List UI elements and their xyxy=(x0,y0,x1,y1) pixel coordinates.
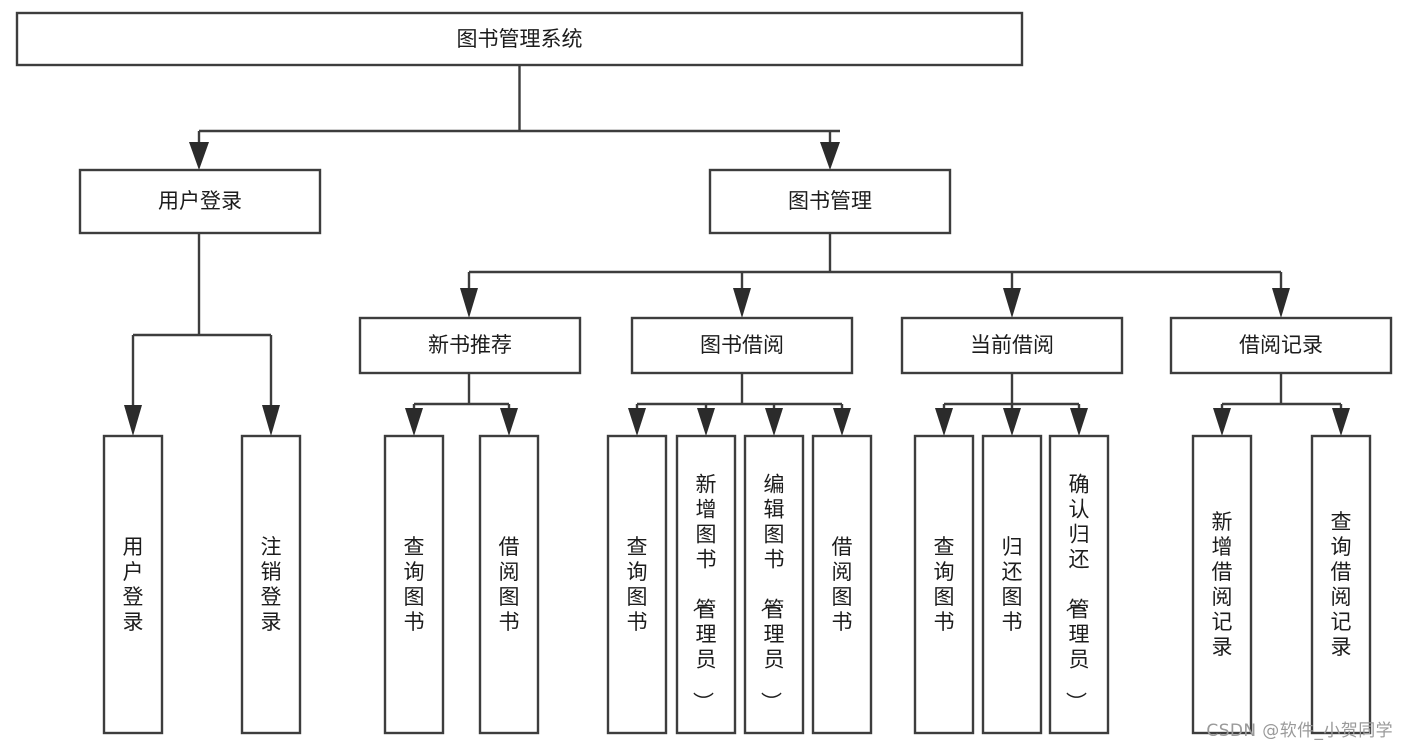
leaf-borrow-book-1-label: 借阅图书 xyxy=(499,535,520,634)
leaf-node[interactable]: 借阅图书 xyxy=(811,434,873,735)
arrow-head-leaf-query-book-2 xyxy=(628,408,646,436)
leaf-node[interactable]: 查询图书 xyxy=(913,434,975,735)
node-user-login-label: 用户登录 xyxy=(158,189,242,213)
node-borrow-record-box[interactable] xyxy=(1169,316,1393,375)
arrow-head-leaf-return-book xyxy=(1003,408,1021,436)
connector-layer xyxy=(124,65,1350,436)
arrow-head-leaf-edit-book-admin xyxy=(765,408,783,436)
arrow-head-leaf-user-logout xyxy=(262,405,280,436)
arrow-head-leaf-query-book-1 xyxy=(405,408,423,436)
node-current-borrow-label: 当前借阅 xyxy=(970,333,1054,357)
leaf-node[interactable]: 确认归还（管理员） xyxy=(1048,434,1110,735)
arrow-head-user-login xyxy=(189,142,209,170)
leaf-borrow-book-1-box[interactable] xyxy=(478,434,540,735)
leaf-user-logout-box[interactable] xyxy=(240,434,302,735)
node-book-manage-label: 图书管理 xyxy=(788,189,872,213)
arrow-head-leaf-borrow-book-2 xyxy=(833,408,851,436)
leaf-add-borrow-record-box[interactable] xyxy=(1191,434,1253,735)
node-new-book-rec[interactable]: 新书推荐 xyxy=(358,316,582,375)
node-book-borrow-box[interactable] xyxy=(630,316,854,375)
node-user-login[interactable]: 用户登录 xyxy=(78,168,322,235)
arrow-head-book-manage xyxy=(820,142,840,170)
arrow-head-current-borrow xyxy=(1003,288,1021,318)
leaf-add-book-admin-label: 新增图书（管理员） xyxy=(691,473,717,713)
leaf-node[interactable]: 归还图书 xyxy=(981,434,1043,735)
leaf-user-login-label: 用户登录 xyxy=(123,535,144,634)
leaf-user-logout-label: 注销登录 xyxy=(261,535,282,634)
leaf-node-layer: 用户登录 注销登录 查询图书 借阅图书 查询图书 新增图书（管理员） 编辑图书（管理员） 借阅… xyxy=(102,434,1372,735)
leaf-edit-book-admin-label: 编辑图书（管理员） xyxy=(759,473,785,713)
leaf-node[interactable]: 新增图书（管理员） xyxy=(675,434,737,735)
arrow-head-leaf-add-borrow-record xyxy=(1213,408,1231,436)
leaf-edit-book-admin-box[interactable] xyxy=(743,434,805,735)
leaf-add-borrow-record-label: 新增借阅记录 xyxy=(1212,510,1233,659)
leaf-return-book-box[interactable] xyxy=(981,434,1043,735)
leaf-borrow-book-2-label: 借阅图书 xyxy=(832,535,853,634)
node-root-label: 图书管理系统 xyxy=(457,27,583,51)
arrow-head-leaf-confirm-return-admin xyxy=(1070,408,1088,436)
leaf-node[interactable]: 查询借阅记录 xyxy=(1310,434,1372,735)
leaf-add-book-admin-box[interactable] xyxy=(675,434,737,735)
arrow-head-new-book-rec xyxy=(460,288,478,318)
node-current-borrow[interactable]: 当前借阅 xyxy=(900,316,1124,375)
leaf-node[interactable]: 查询图书 xyxy=(383,434,445,735)
leaf-query-book-3-box[interactable] xyxy=(913,434,975,735)
leaf-node[interactable]: 编辑图书（管理员） xyxy=(743,434,805,735)
node-new-book-rec-box[interactable] xyxy=(358,316,582,375)
node-new-book-rec-label: 新书推荐 xyxy=(428,333,512,357)
leaf-node[interactable]: 新增借阅记录 xyxy=(1191,434,1253,735)
leaf-query-book-1-box[interactable] xyxy=(383,434,445,735)
leaf-query-book-2-box[interactable] xyxy=(606,434,668,735)
node-borrow-record[interactable]: 借阅记录 xyxy=(1169,316,1393,375)
node-current-borrow-box[interactable] xyxy=(900,316,1124,375)
leaf-query-borrow-record-box[interactable] xyxy=(1310,434,1372,735)
arrow-head-borrow-record xyxy=(1272,288,1290,318)
leaf-query-borrow-record-label: 查询借阅记录 xyxy=(1331,510,1352,659)
leaf-confirm-return-admin-box[interactable] xyxy=(1048,434,1110,735)
arrow-head-leaf-query-book-3 xyxy=(935,408,953,436)
node-borrow-record-label: 借阅记录 xyxy=(1239,333,1323,357)
leaf-borrow-book-2-box[interactable] xyxy=(811,434,873,735)
node-book-borrow[interactable]: 图书借阅 xyxy=(630,316,854,375)
node-book-manage-box[interactable] xyxy=(708,168,952,235)
leaf-confirm-return-admin-label: 确认归还（管理员） xyxy=(1064,473,1090,713)
node-book-borrow-label: 图书借阅 xyxy=(700,333,784,357)
leaf-node[interactable]: 用户登录 xyxy=(102,434,164,735)
arrow-head-leaf-query-borrow-record xyxy=(1332,408,1350,436)
arrow-head-leaf-borrow-book-1 xyxy=(500,408,518,436)
leaf-query-book-1-label: 查询图书 xyxy=(404,535,425,634)
leaf-query-book-2-label: 查询图书 xyxy=(627,535,648,634)
node-root[interactable]: 图书管理系统 xyxy=(15,11,1024,67)
leaf-node[interactable]: 注销登录 xyxy=(240,434,302,735)
arrow-head-leaf-user-login xyxy=(124,405,142,436)
leaf-node[interactable]: 借阅图书 xyxy=(478,434,540,735)
leaf-node[interactable]: 查询图书 xyxy=(606,434,668,735)
arrow-head-leaf-add-book-admin xyxy=(697,408,715,436)
node-root-box[interactable] xyxy=(15,11,1024,67)
leaf-user-login-box[interactable] xyxy=(102,434,164,735)
node-user-login-box[interactable] xyxy=(78,168,322,235)
leaf-return-book-label: 归还图书 xyxy=(1002,535,1023,634)
leaf-query-book-3-label: 查询图书 xyxy=(934,535,955,634)
arrow-head-book-borrow xyxy=(733,288,751,318)
node-book-manage[interactable]: 图书管理 xyxy=(708,168,952,235)
